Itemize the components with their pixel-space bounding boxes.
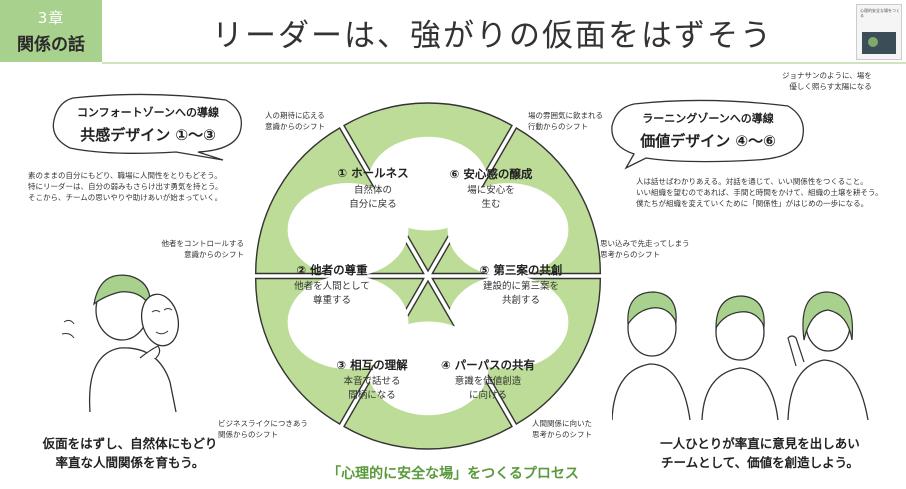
shift-label-5: ビジネスライクにつきあう関係からのシフト [218,419,308,439]
segment-4-desc: 意識を価値創造に向ける [454,376,522,401]
three-people-illustration [612,291,869,420]
segment-4-label: ④ パーパスの共有 [440,358,536,372]
book-cover-title: 心理的安全な場をつくる [860,8,900,18]
segment-2-label: ② 他者の尊重 [296,263,368,277]
book-cover-art [862,32,896,54]
shift-label-4: 思い込みで先走ってしまう思考からのシフト [600,239,690,259]
title-bar [102,0,906,64]
segment-6-label: ⑥ 安心感の醸成 [449,167,533,181]
segment-5-label: ⑤ 第三案の共創 [479,263,563,277]
person-with-mask-illustration [61,274,180,412]
chapter-name: 関係の話 [17,35,85,55]
right-description: 人は話せばわかりあえる。対話を通じて、いい関係性をつくること。 いい組織を望むの… [636,177,883,208]
segment-3-label: ③ 相互の理解 [336,358,408,372]
left-caption: 仮面をはずし、自然体にもどり 率直な人間関係を育もう。 [42,436,218,470]
segment-3-desc: 本音で話せる間柄になる [343,376,401,401]
top-right-note: ジョナサンのように、場を 優しく照らす太陽になる [782,71,872,91]
segment-1-label: ① ホールネス [337,166,409,180]
shift-label-3: 他者をコントロールする意識からのシフト [161,239,245,259]
chapter-number: 3章 [37,9,65,27]
segment-5-desc: 建設的に第三案を共創する [482,281,559,306]
left-speech-bubble: コンフォートゾーンへの導線 共感デザイン ①〜③ [48,92,248,162]
shift-label-1: 人の期待に応える意識からのシフト [265,111,325,131]
slice-2-respect-highlight [287,182,409,277]
right-speech-bubble: ラーニングゾーンへの導線 価値デザイン ④〜⑥ [606,98,810,170]
chapter-badge: 3章 関係の話 [0,0,102,62]
bottom-title: 「心理的に安全な場」をつくるプロセス [327,466,579,482]
slice-3-understanding-highlight [287,275,409,370]
left-description: 素のままの自分にもどり、職場に人間性をとりもどそう。 特にリーダーは、自分の弱み… [28,171,223,202]
shift-label-2: 場の雰囲気に飲まれる行動からのシフト [528,111,603,131]
page-title: リーダーは、強がりの仮面をはずそう [212,18,773,54]
book-cover-thumbnail[interactable]: 心理的安全な場をつくる [856,4,902,60]
right-caption: 一人ひとりが率直に意見を出しあい チームとして、価値を創造しよう。 [660,436,860,470]
segment-2-desc: 他者を人間として尊重する [294,281,370,306]
slice-6-safety-highlight [447,182,569,277]
segment-1-desc: 自然体の自分に戻る [349,185,397,210]
segment-6-desc: 場に安心を生む [467,185,515,210]
shift-label-6: 人間関係に向いた思考からのシフト [532,419,592,439]
